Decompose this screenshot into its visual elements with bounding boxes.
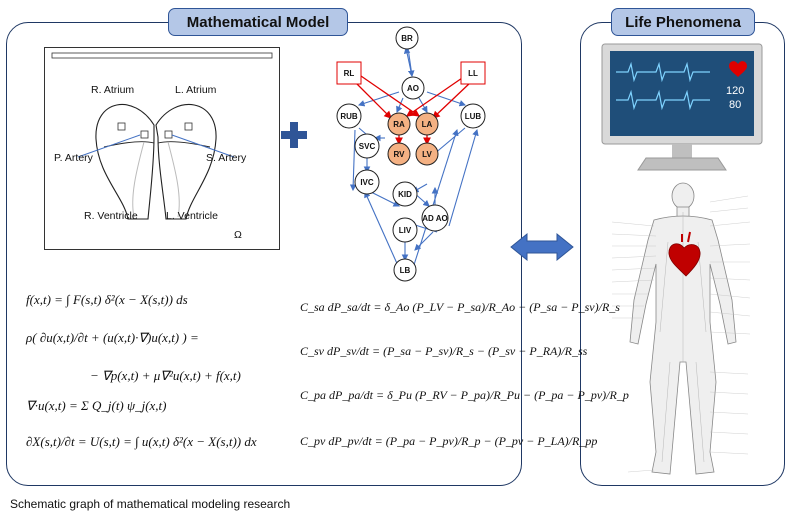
vital-monitor: 120 80 xyxy=(601,43,763,171)
node-label-rv: RV xyxy=(394,150,406,159)
node-kid xyxy=(392,181,418,207)
label-r-ventricle: R. Ventricle xyxy=(84,210,138,222)
label-p-artery: P. Artery xyxy=(54,152,94,164)
eq-csa: C_sa dP_sa/dt = δ_Ao (P_LV − P_sa)/R_Ao … xyxy=(300,300,620,314)
label-omega: Ω xyxy=(234,229,242,241)
eq-force: f(x,t) = ∫ F(s,t) δ²(x − X(s,t)) ds xyxy=(26,292,188,307)
life-phenomena-title: Life Phenomena xyxy=(611,8,755,36)
node-ra xyxy=(387,112,411,136)
node-label-svc: SVC xyxy=(359,142,376,151)
node-label-rub: RUB xyxy=(340,112,358,121)
top-bar xyxy=(51,52,273,59)
heart-icon xyxy=(729,61,747,77)
node-label-ra: RA xyxy=(393,120,405,129)
figure-caption: Schematic graph of mathematical modeling… xyxy=(10,497,291,511)
label-l-atrium: L. Atrium xyxy=(175,84,217,96)
node-adao xyxy=(421,204,449,232)
node-label-la: LA xyxy=(422,120,433,129)
node-lub xyxy=(460,103,486,129)
eq-velocity: ∂X(s,t)/∂t = U(s,t) = ∫ u(x,t) δ²(x − X(… xyxy=(26,434,257,449)
label-r-atrium: R. Atrium xyxy=(91,84,134,96)
node-svc xyxy=(354,133,380,159)
node-ll xyxy=(460,61,486,85)
node-br xyxy=(395,26,419,50)
heart-organ-icon xyxy=(668,243,701,277)
node-label-ao: AO xyxy=(407,84,419,93)
monitor-bp: 80 xyxy=(729,99,741,111)
monitor-hr: 120 xyxy=(726,85,744,97)
node-ivc xyxy=(354,169,380,195)
eq-continuity: ∇·u(x,t) = Σ Q_j(t) ψ_j(x,t) xyxy=(26,398,167,413)
node-label-lb: LB xyxy=(400,266,411,275)
node-label-rl: RL xyxy=(344,69,355,78)
eq-csv: C_sv dP_sv/dt = (P_sa − P_sv)/R_s − (P_s… xyxy=(300,344,588,358)
double-arrow-icon xyxy=(510,232,574,262)
node-liv xyxy=(392,217,418,243)
label-s-artery: S. Artery xyxy=(206,152,247,164)
node-label-ll: LL xyxy=(468,69,478,78)
node-label-kid: KID xyxy=(398,190,412,199)
node-label-liv: LIV xyxy=(399,226,412,235)
node-label-lv: LV xyxy=(422,150,432,159)
mathematical-model-panel xyxy=(6,22,522,486)
label-l-ventricle: L. Ventricle xyxy=(166,210,218,222)
node-label-ivc: IVC xyxy=(360,178,374,187)
eq-cpa: C_pa dP_pa/dt = δ_Pu (P_RV − P_pa)/R_Pu … xyxy=(300,388,629,402)
node-rl xyxy=(336,61,362,85)
node-lb xyxy=(393,258,417,282)
node-la xyxy=(415,112,439,136)
node-rub xyxy=(336,103,362,129)
plus-icon xyxy=(281,122,307,148)
eq-cpv: C_pv dP_pv/dt = (P_pa − P_pv)/R_p − (P_p… xyxy=(300,434,598,448)
node-lv xyxy=(415,142,439,166)
node-label-br: BR xyxy=(401,34,413,43)
node-rv xyxy=(387,142,411,166)
node-label-adao: AD AO xyxy=(422,214,447,223)
human-body xyxy=(611,182,751,475)
node-ao xyxy=(401,76,425,100)
heart-schematic: R. Atrium L. Atrium P. Artery S. Artery … xyxy=(44,47,280,250)
eq-navier-stokes-1: ρ( ∂u(x,t)/∂t + (u(x,t)·∇)u(x,t) ) = xyxy=(26,330,199,345)
eq-navier-stokes-2: − ∇p(x,t) + μ∇²u(x,t) + f(x,t) xyxy=(90,368,241,383)
node-label-lub: LUB xyxy=(465,112,482,121)
mathematical-model-title: Mathematical Model xyxy=(168,8,348,36)
circulation-network: BR RL LL AO RUB LUB RA LA SVC RV LV IVC … xyxy=(336,26,486,282)
